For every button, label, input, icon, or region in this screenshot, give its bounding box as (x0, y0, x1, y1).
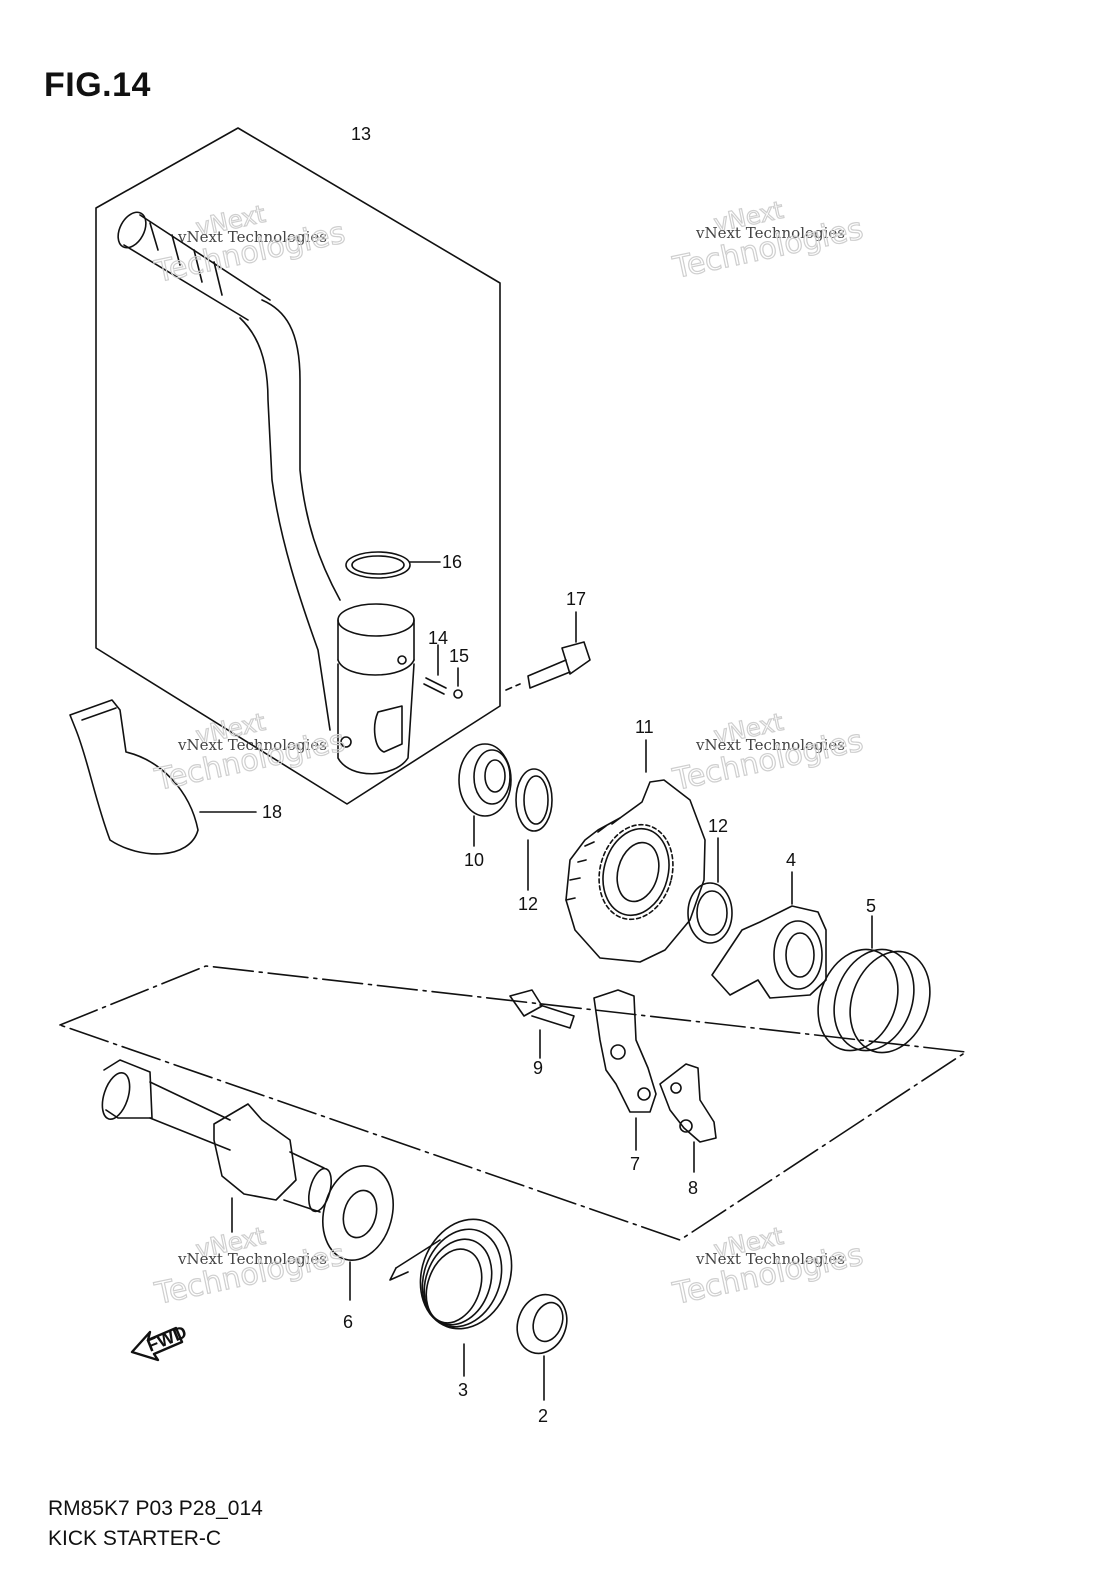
ball-15 (453, 689, 463, 699)
watermark-line: vNext Technologies (177, 228, 327, 246)
kick-lever-group-box (95, 127, 501, 805)
gear-11 (565, 779, 706, 963)
callout-13: 13 (351, 124, 371, 144)
callout-11: 11 (635, 717, 654, 737)
callout-3: 3 (458, 1380, 468, 1400)
callout-6: 6 (343, 1312, 353, 1332)
watermark: vNext vNext Technologies Technologies vN… (151, 195, 867, 1312)
kick-shaft (101, 1059, 333, 1213)
callout-10: 10 (464, 850, 484, 870)
washer-12-right (687, 882, 733, 944)
ratchet-4 (711, 905, 827, 999)
callout-9: 9 (533, 1058, 543, 1078)
callout-17: 17 (566, 589, 586, 609)
guide-plate-7 (593, 989, 657, 1113)
fwd-label: FWD (144, 1322, 189, 1356)
watermark-line: vNext Technologies (695, 224, 845, 242)
circlip-16 (345, 551, 411, 579)
watermark-line: vNext Technologies (695, 736, 845, 754)
figure-title: FIG.14 (44, 66, 151, 104)
rubber-cover-18 (69, 699, 199, 855)
callout-7: 7 (630, 1154, 640, 1174)
callout-labels: 13 16 17 14 15 11 12 18 10 12 4 5 9 7 8 … (262, 124, 876, 1426)
callout-15: 15 (449, 646, 469, 666)
callout-5: 5 (866, 896, 876, 916)
guide-plate-8 (659, 1063, 717, 1143)
bolt-17 (527, 641, 591, 689)
diagram-caption: KICK STARTER-C (48, 1527, 222, 1550)
kick-spring-3 (389, 1218, 513, 1330)
callout-4: 4 (786, 850, 796, 870)
callout-2: 2 (538, 1406, 548, 1426)
watermark-line: vNext Technologies (177, 736, 327, 754)
callout-16: 16 (442, 552, 462, 572)
callout-12-left: 12 (518, 894, 538, 914)
kick-lever (117, 211, 415, 775)
screw-14 (423, 677, 447, 695)
callout-12-right: 12 (708, 816, 728, 836)
diagram-code: RM85K7 P03 P28_014 (48, 1497, 263, 1520)
bolt-9 (509, 989, 575, 1029)
callout-14: 14 (428, 628, 448, 648)
circlip-2 (516, 1293, 568, 1355)
oil-seal-10 (458, 743, 512, 817)
watermark-line: vNext Technologies (177, 1250, 327, 1268)
callout-8: 8 (688, 1178, 698, 1198)
spring-5 (817, 948, 931, 1054)
washer-12-left (515, 768, 553, 832)
fwd-arrow-icon (130, 1326, 184, 1362)
watermark-line: vNext Technologies (695, 1250, 845, 1268)
callout-18: 18 (262, 802, 282, 822)
washer-6 (322, 1165, 394, 1261)
